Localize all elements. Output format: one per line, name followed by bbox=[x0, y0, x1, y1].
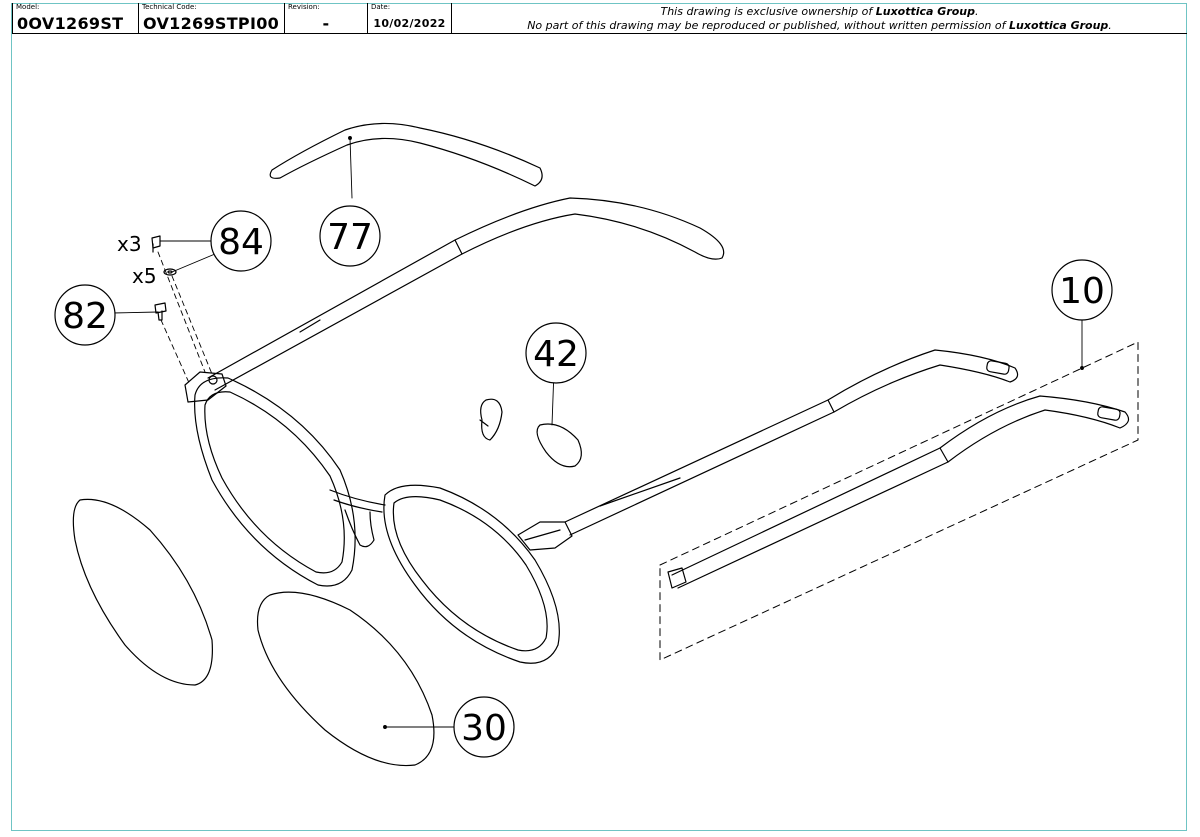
model-cell: Model: 0OV1269ST bbox=[12, 3, 139, 33]
model-value: 0OV1269ST bbox=[17, 14, 124, 33]
technical-code-cell: Technical Code: OV1269STPI00 bbox=[139, 3, 285, 33]
title-block: Model: 0OV1269ST Technical Code: OV1269S… bbox=[12, 3, 1187, 34]
screws-part bbox=[151, 235, 177, 321]
temple-tip-part bbox=[269, 122, 543, 187]
drawing-frame bbox=[11, 3, 1187, 831]
screw-quantity: x3 bbox=[117, 232, 142, 256]
callout-82: 82 bbox=[54, 284, 116, 346]
callout-10-label: 10 bbox=[1059, 271, 1105, 312]
left-rim bbox=[194, 377, 356, 587]
lenses-part bbox=[72, 498, 435, 767]
assembly-guides bbox=[157, 251, 213, 386]
washer-quantity: x5 bbox=[132, 264, 157, 288]
date-value: 10/02/2022 bbox=[373, 17, 446, 30]
callout-84: 84 bbox=[210, 210, 272, 272]
technical-code-value: OV1269STPI00 bbox=[143, 14, 280, 33]
callout-42: 42 bbox=[525, 322, 587, 384]
nose-pads-part bbox=[479, 398, 582, 468]
callout-42-label: 42 bbox=[533, 334, 579, 375]
revision-value: - bbox=[322, 14, 330, 33]
callout-77: 77 bbox=[319, 205, 381, 267]
bridge bbox=[329, 489, 386, 548]
left-hinge bbox=[184, 371, 227, 403]
temple-assembly-part bbox=[659, 341, 1139, 661]
brand-name: Luxottica Group bbox=[875, 5, 976, 18]
date-label: Date: bbox=[371, 3, 391, 11]
date-cell: Date: 10/02/2022 bbox=[368, 3, 452, 33]
callout-10: 10 bbox=[1051, 259, 1113, 321]
notice-line-2: No part of this drawing may be reproduce… bbox=[527, 19, 1112, 32]
brand-name: Luxottica Group bbox=[1009, 19, 1109, 32]
callout-30: 30 bbox=[453, 696, 515, 758]
technical-code-label: Technical Code: bbox=[142, 3, 197, 11]
ownership-notice: This drawing is exclusive ownership of L… bbox=[452, 3, 1187, 33]
upper-temple bbox=[207, 197, 725, 391]
callout-84-label: 84 bbox=[218, 222, 264, 263]
callout-77-label: 77 bbox=[327, 217, 373, 258]
right-hinge bbox=[517, 521, 573, 551]
right-rim bbox=[383, 484, 560, 664]
right-temple bbox=[564, 349, 1019, 536]
revision-cell: Revision: - bbox=[285, 3, 368, 33]
model-label: Model: bbox=[16, 3, 40, 11]
callout-30-label: 30 bbox=[461, 708, 507, 749]
revision-label: Revision: bbox=[288, 3, 320, 11]
notice-line-1: This drawing is exclusive ownership of L… bbox=[660, 5, 979, 18]
callout-82-label: 82 bbox=[62, 296, 108, 337]
